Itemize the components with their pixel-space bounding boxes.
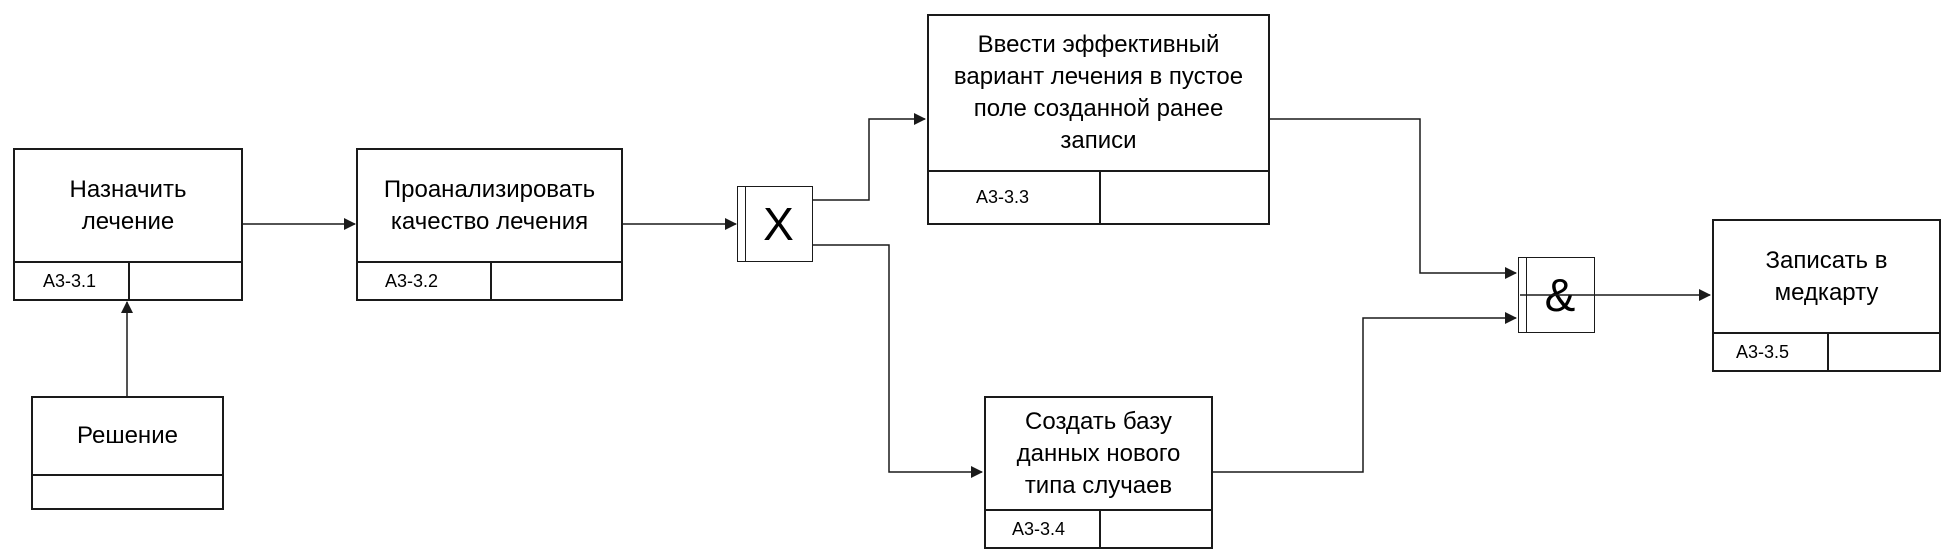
box-title: Записать в медкарту [1765, 246, 1888, 306]
box-a3-3-4[interactable]: Создать базу данных нового типа случаев … [984, 396, 1213, 549]
box-a3-3-5[interactable]: Записать в медкарту А3-3.5 [1712, 219, 1941, 372]
connector-a33-to-and [1268, 118, 1517, 279]
box-title: Ввести эффективный вариант лечения в пус… [953, 31, 1244, 154]
box-a3-3-1[interactable]: Назначить лечение А3-3.1 [13, 148, 243, 301]
footer-divider [1827, 334, 1829, 370]
box-footer [33, 474, 222, 508]
box-id: А3-3.3 [976, 187, 1030, 207]
box-footer: А3-3.3 [929, 170, 1268, 223]
box-footer: А3-3.4 [986, 509, 1211, 547]
box-id: А3-3.5 [1736, 341, 1790, 362]
box-a3-3-2[interactable]: Проанализировать качество лечения А3-3.2 [356, 148, 623, 301]
junction-xor-symbol: X [763, 198, 794, 250]
footer-divider [490, 263, 492, 299]
footer-divider [1099, 172, 1101, 223]
junction-xor[interactable]: X [737, 186, 813, 262]
connector-xor-to-a33 [812, 113, 926, 201]
box-a3-3-3[interactable]: Ввести эффективный вариант лечения в пус… [927, 14, 1270, 225]
box-footer: А3-3.5 [1714, 332, 1939, 370]
box-title: Решение [77, 422, 178, 449]
junction-bar [745, 187, 746, 261]
footer-divider [128, 263, 130, 299]
box-decision[interactable]: Решение [31, 396, 224, 510]
connector-a34-to-and [1210, 312, 1517, 473]
junction-and[interactable]: & [1518, 257, 1595, 333]
box-title: Назначить лечение [69, 175, 187, 235]
box-id: А3-3.4 [1012, 518, 1066, 539]
box-footer: А3-3.1 [15, 261, 241, 299]
box-id: А3-3.2 [385, 270, 439, 291]
box-id: А3-3.1 [43, 270, 97, 291]
box-title: Создать базу данных нового типа случаев [1016, 407, 1181, 499]
junction-and-symbol: & [1544, 269, 1576, 321]
box-footer: А3-3.2 [358, 261, 621, 299]
footer-divider [1099, 511, 1101, 547]
box-title: Проанализировать качество лечения [383, 175, 596, 235]
connector-xor-to-a34 [812, 244, 983, 478]
